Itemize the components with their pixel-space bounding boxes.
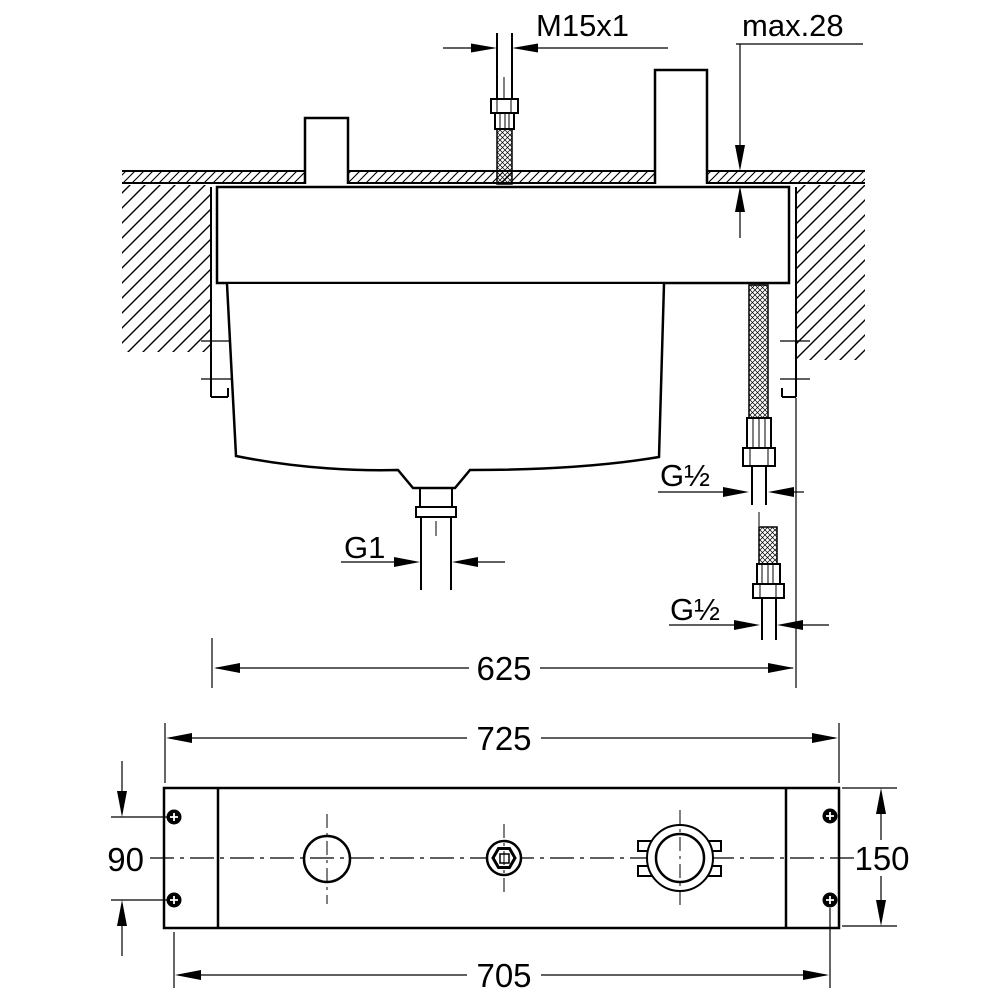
screw [166,892,182,908]
left-bracket-foot [211,388,229,398]
arrowhead [768,487,794,497]
flexible-hose-lower [752,526,785,640]
right-hanger-bracket [780,187,810,688]
label-150: 150 [854,840,909,877]
dimension-m15x1: M15x1 [443,8,668,53]
dimension-g1: G1 [341,530,505,567]
left-bracket-ticks [201,340,231,380]
dimension-705: 705 [173,908,831,994]
label-625: 625 [476,650,531,687]
arrowhead [214,663,240,673]
arrowhead [734,620,760,630]
spout-pipe [496,33,513,99]
right-bracket-foot [781,388,796,398]
spout-connector [490,33,519,185]
left-wall-hatch [122,185,210,352]
right-wall-hatch [797,185,865,360]
front-section-view: M15x1 max.28 G½ G½ G1 [122,8,865,688]
arrowhead [394,557,420,567]
hose-lower-thread-pipe [761,598,777,640]
hose-upper-braid [748,284,769,419]
drain-neck [419,488,453,507]
arrowhead [768,663,794,673]
arrowhead [735,145,745,171]
label-g12-upper: G½ [660,458,710,493]
right-bracket-ticks [780,340,810,380]
dimension-g12-upper: G½ [658,458,804,497]
tick-lines [111,816,168,901]
left-pillar [303,116,350,184]
arrowhead [512,43,538,53]
bottom-plate-view: 725 705 90 150 [107,720,909,994]
extension-lines [173,908,831,988]
label-g12-lower: G½ [670,592,720,627]
extension-lines [164,723,840,783]
plate-middle-fitting [485,824,523,894]
countertop-section [122,170,865,184]
hose-lower-nut [752,583,785,599]
label-90: 90 [107,841,144,878]
screw [822,808,838,824]
screw [166,809,182,825]
spout-braided-hose [496,128,513,185]
flexible-hose-upper [742,284,776,526]
spout-nut [490,98,519,114]
dimension-725: 725 [164,720,840,783]
label-max28: max.28 [742,8,844,43]
label-725: 725 [476,720,531,757]
label-g1: G1 [344,530,385,565]
right-pillar [653,68,709,184]
hose-upper-thread-pipe [751,466,767,505]
dimension-g12-lower: G½ [669,592,829,630]
label-705: 705 [476,957,531,994]
screw [822,892,838,908]
arrowhead [117,791,127,817]
countertop-hatch [122,172,865,183]
dimension-90: 90 [107,761,168,956]
dimension-625: 625 [211,638,794,688]
hose-lower-braid [758,526,778,565]
extension-lines [842,787,897,927]
arrowhead [777,620,803,630]
arrowhead [175,970,201,980]
fixing-screws [166,808,838,908]
arrowhead [117,900,127,926]
arrowhead [452,557,478,567]
drain-assembly [415,488,457,590]
hose-upper-nut [742,447,776,467]
label-m15x1: M15x1 [536,8,629,43]
arrowhead [876,788,886,814]
left-hanger-bracket [201,187,231,398]
arrowhead [735,186,745,212]
plate-clamp-fitting [637,810,722,906]
basin-bowl [225,283,666,490]
dimension-150: 150 [842,787,910,927]
drain-pipe [420,517,452,590]
arrowhead [166,733,192,743]
arrowhead [723,487,749,497]
basin-deck [215,185,791,285]
drain-coupling [415,506,457,518]
dimension-max28: max.28 [735,8,863,238]
arrowhead [471,43,497,53]
arrowhead [876,900,886,926]
arrowhead [812,733,838,743]
arrowhead [803,970,829,980]
